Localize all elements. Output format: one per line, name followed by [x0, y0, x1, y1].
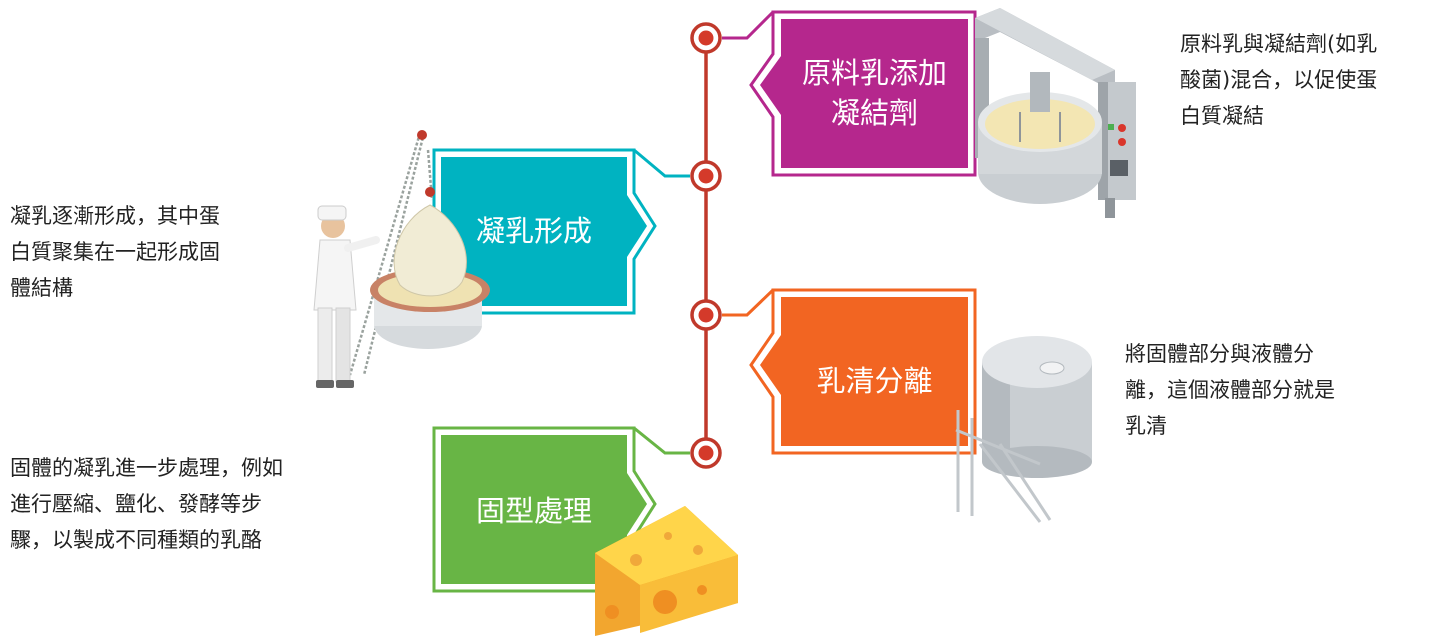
worker-lifting-curd-icon [313, 130, 490, 388]
step-1-desc-line-1: 原料乳與凝結劑(如乳 [1180, 32, 1378, 56]
step-1-label-line-1: 原料乳添加 [801, 56, 947, 90]
cheese-wedge-icon [595, 506, 738, 636]
step-4-desc-line-1: 固體的凝乳進一步處理，例如 [10, 456, 283, 480]
step-1-label-line-2: 凝結劑 [830, 96, 918, 130]
step-1-box [749, 10, 977, 177]
connector-step-2 [633, 148, 690, 178]
step-4-box [432, 426, 657, 593]
step-1-label: 原料乳添加 凝結劑 [781, 53, 968, 133]
step-3-label-line-1: 乳清分離 [816, 364, 933, 398]
connector-step-3 [722, 288, 775, 317]
step-2-desc-line-3: 體結構 [10, 276, 73, 300]
timeline-node-4 [690, 437, 722, 469]
step-3-description: 將固體部分與液體分 離，這個液體部分就是 乳清 [1125, 336, 1335, 444]
step-4-desc-line-3: 驟，以製成不同種類的乳酪 [10, 528, 262, 552]
step-3-desc-line-2: 離，這個液體部分就是 [1125, 378, 1335, 402]
whey-tank-icon [955, 336, 1092, 523]
step-2-desc-line-2: 白質聚集在一起形成固 [10, 240, 220, 264]
step-2-label-line-1: 凝乳形成 [475, 214, 592, 248]
timeline-node-2 [690, 160, 722, 192]
step-4-description: 固體的凝乳進一步處理，例如 進行壓縮、鹽化、發酵等步 驟，以製成不同種類的乳酪 [10, 450, 283, 558]
timeline-node-3 [690, 299, 722, 331]
step-2-description: 凝乳逐漸形成，其中蛋 白質聚集在一起形成固 體結構 [10, 198, 220, 306]
step-2-label: 凝乳形成 [441, 211, 627, 251]
step-4-label-line-1: 固型處理 [475, 494, 592, 528]
step-2-desc-line-1: 凝乳逐漸形成，其中蛋 [10, 204, 220, 228]
step-3-desc-line-1: 將固體部分與液體分 [1125, 342, 1314, 366]
step-4-label: 固型處理 [441, 491, 627, 531]
step-4-desc-line-2: 進行壓縮、鹽化、發酵等步 [10, 492, 262, 516]
step-3-label: 乳清分離 [781, 361, 968, 401]
connector-step-1 [722, 10, 775, 40]
step-1-description: 原料乳與凝結劑(如乳 酸菌)混合，以促使蛋 白質凝結 [1180, 26, 1377, 134]
cheese-vat-machine-icon [975, 8, 1136, 218]
step-1-desc-line-2: 酸菌)混合，以促使蛋 [1180, 68, 1378, 92]
step-3-box [749, 288, 977, 455]
timeline-node-1 [690, 22, 722, 54]
connector-step-4 [633, 426, 690, 455]
step-1-desc-line-3: 白質凝結 [1180, 104, 1264, 128]
step-3-desc-line-3: 乳清 [1125, 414, 1167, 438]
